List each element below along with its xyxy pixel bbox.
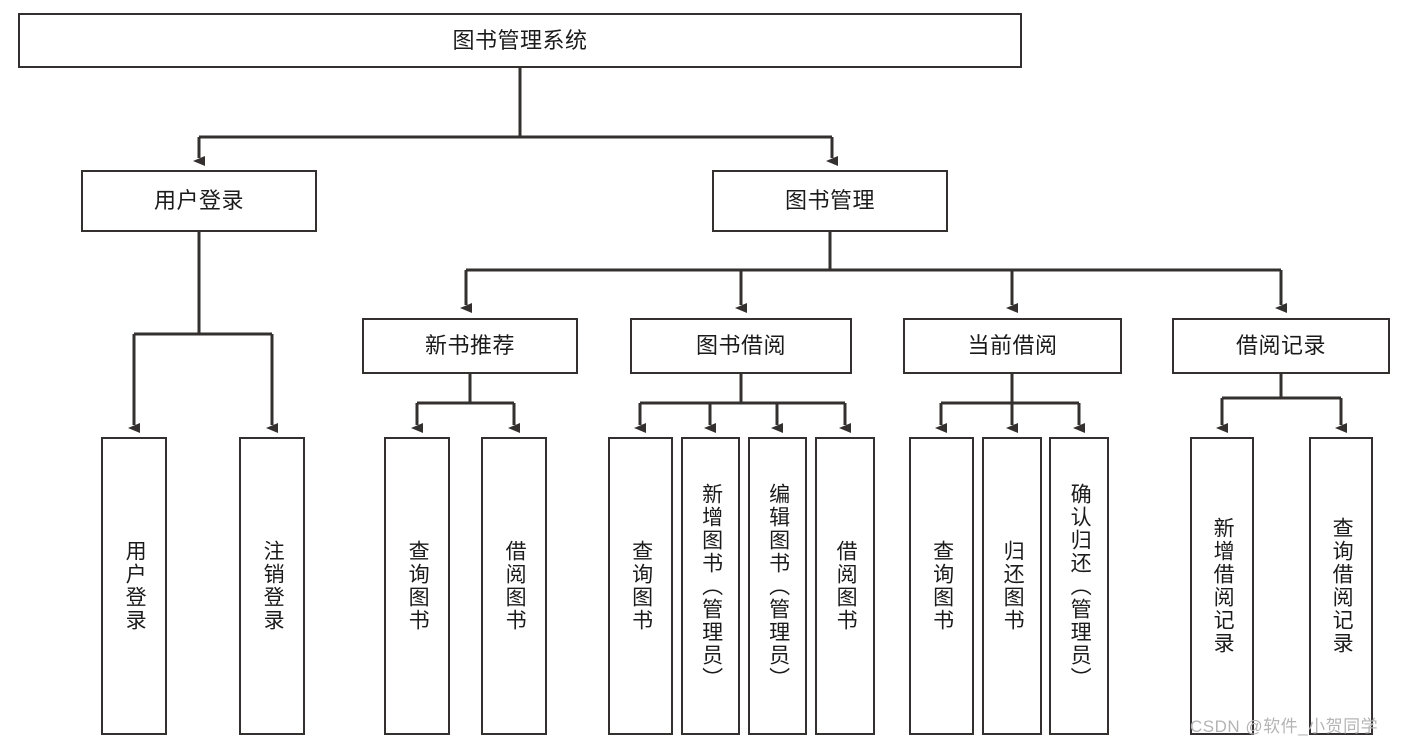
leaf-return-book[interactable]: 归还图书 xyxy=(982,437,1042,735)
node-borrow-record-label: 借阅记录 xyxy=(1235,333,1326,359)
leaf-logout-label: 注销登录 xyxy=(261,540,285,632)
leaf-query-book-borrow-label: 查询图书 xyxy=(629,540,653,632)
watermark-text: CSDN @软件_小贺同学 xyxy=(1190,717,1379,736)
leaf-return-book-label: 归还图书 xyxy=(1001,540,1025,632)
leaf-borrow-book-recommend[interactable]: 借阅图书 xyxy=(481,437,547,735)
leaf-borrow-book-recommend-label: 借阅图书 xyxy=(503,540,527,632)
leaf-edit-book-admin-label: 编辑图书（管理员） xyxy=(766,482,790,690)
leaf-add-borrow-record[interactable]: 新增借阅记录 xyxy=(1190,437,1254,735)
leaf-user-login-label: 用户登录 xyxy=(123,540,147,632)
node-user-login-label: 用户登录 xyxy=(153,188,244,214)
leaf-user-login[interactable]: 用户登录 xyxy=(101,437,167,735)
leaf-add-book-admin-label: 新增图书（管理员） xyxy=(699,482,723,690)
leaf-edit-book-admin[interactable]: 编辑图书（管理员） xyxy=(748,437,807,735)
leaf-query-book-current-label: 查询图书 xyxy=(930,540,954,632)
leaf-add-borrow-record-label: 新增借阅记录 xyxy=(1211,517,1235,655)
node-current-borrow-label: 当前借阅 xyxy=(967,333,1058,359)
leaf-query-book-current[interactable]: 查询图书 xyxy=(909,437,974,735)
leaf-query-borrow-record-label: 查询借阅记录 xyxy=(1330,517,1354,655)
node-new-book-recommend-label: 新书推荐 xyxy=(424,333,515,359)
node-book-borrow-label: 图书借阅 xyxy=(695,333,786,359)
node-current-borrow[interactable]: 当前借阅 xyxy=(903,318,1122,374)
leaf-query-book-recommend-label: 查询图书 xyxy=(406,540,430,632)
node-book-borrow[interactable]: 图书借阅 xyxy=(630,318,852,374)
node-book-management[interactable]: 图书管理 xyxy=(712,170,948,232)
leaf-borrow-book[interactable]: 借阅图书 xyxy=(815,437,875,735)
leaf-query-book-recommend[interactable]: 查询图书 xyxy=(384,437,450,735)
leaf-confirm-return-admin[interactable]: 确认归还（管理员） xyxy=(1049,437,1109,735)
node-borrow-record[interactable]: 借阅记录 xyxy=(1172,318,1390,374)
leaf-confirm-return-admin-label: 确认归还（管理员） xyxy=(1068,482,1092,690)
node-new-book-recommend[interactable]: 新书推荐 xyxy=(362,318,578,374)
node-book-management-label: 图书管理 xyxy=(784,188,875,214)
node-user-login[interactable]: 用户登录 xyxy=(81,170,317,232)
leaf-logout[interactable]: 注销登录 xyxy=(239,437,305,735)
node-root[interactable]: 图书管理系统 xyxy=(18,13,1022,68)
leaf-borrow-book-label: 借阅图书 xyxy=(834,540,858,632)
node-root-label: 图书管理系统 xyxy=(452,27,588,53)
leaf-query-book-borrow[interactable]: 查询图书 xyxy=(608,437,673,735)
leaf-query-borrow-record[interactable]: 查询借阅记录 xyxy=(1309,437,1373,735)
leaf-add-book-admin[interactable]: 新增图书（管理员） xyxy=(681,437,740,735)
